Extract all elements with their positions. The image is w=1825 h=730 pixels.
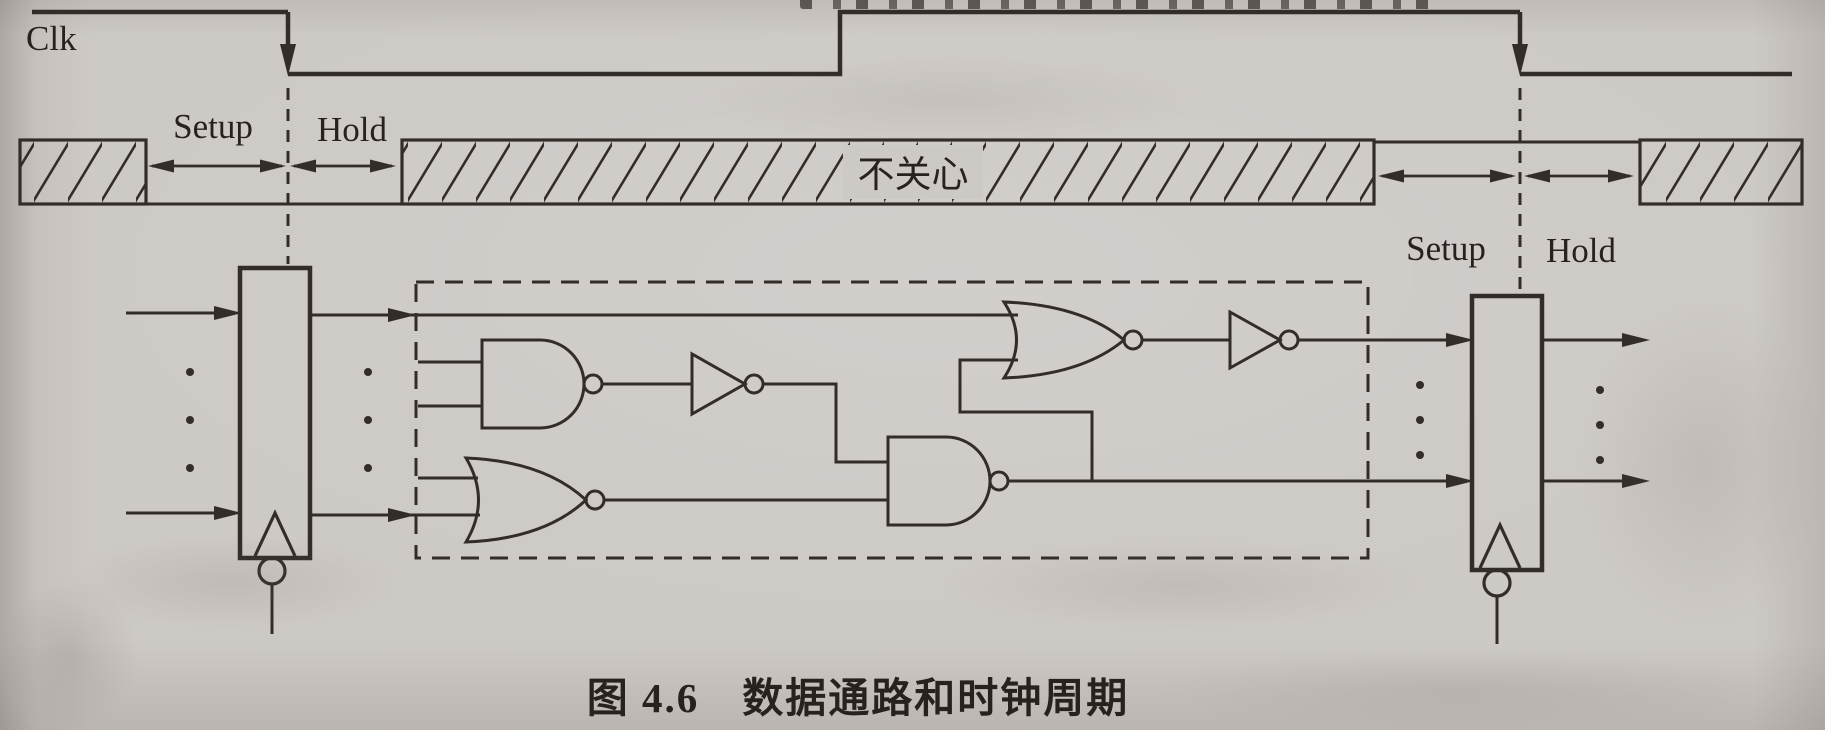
valid-data-box-right: [1638, 138, 1804, 206]
left-register-input-arrows: [126, 306, 242, 520]
feedback-wire: [958, 358, 1094, 481]
right-register: [1469, 293, 1545, 573]
clock-label: Clk: [26, 19, 77, 58]
not-gate-1: [690, 351, 888, 464]
dont-care-label-background: [843, 145, 983, 199]
hold-arrow-left: [290, 159, 396, 173]
nor-gate-2: [1001, 300, 1230, 380]
valid-data-box-left: [18, 138, 148, 206]
nor-gate-2-bubble: [1122, 329, 1144, 351]
left-register-clock-bubble: [257, 556, 287, 586]
nor-gate-1-bubble: [584, 489, 606, 511]
dont-care-label: 不关心: [858, 155, 969, 196]
hold-label-right: Hold: [1546, 231, 1617, 270]
nand-gate-1-bubble: [582, 373, 604, 395]
left-register-clock-wedge: [253, 509, 297, 557]
not-gate-2: [1228, 309, 1368, 371]
setup-arrow-left: [148, 159, 286, 173]
right-register-input-arrows: [1368, 333, 1474, 488]
left-register-output-bus-top: [310, 308, 1018, 322]
right-register-output-arrows: [1542, 333, 1650, 488]
nand-gate-1: [418, 338, 692, 430]
right-register-clock-bubble: [1482, 568, 1512, 598]
ellipsis-dots-right-register: [1416, 381, 1604, 464]
nor-gate-1: [418, 456, 888, 544]
setup-label-left: Setup: [173, 107, 253, 146]
clock-falling-edge-arrow-1: [280, 44, 296, 76]
nand-gate-2: [886, 358, 1368, 527]
clock-falling-edge-arrow-2: [1512, 44, 1528, 76]
hold-label-left: Hold: [317, 110, 388, 149]
clipped-text-fragments-top: [800, 0, 1445, 9]
combinational-logic-boundary: [414, 280, 1370, 560]
hold-arrow-right: [1524, 169, 1634, 183]
clock-waveform: [32, 9, 1792, 77]
setup-label-right: Setup: [1406, 229, 1486, 268]
figure-caption: 图 4.6 数据通路和时钟周期: [587, 675, 1130, 721]
right-register-clock-wedge: [1478, 521, 1522, 569]
setup-arrow-right: [1378, 169, 1516, 183]
left-register-output-bus-bottom: [310, 508, 480, 522]
nand-gate-2-bubble: [988, 470, 1010, 492]
ellipsis-dots-left-register: [186, 368, 372, 472]
